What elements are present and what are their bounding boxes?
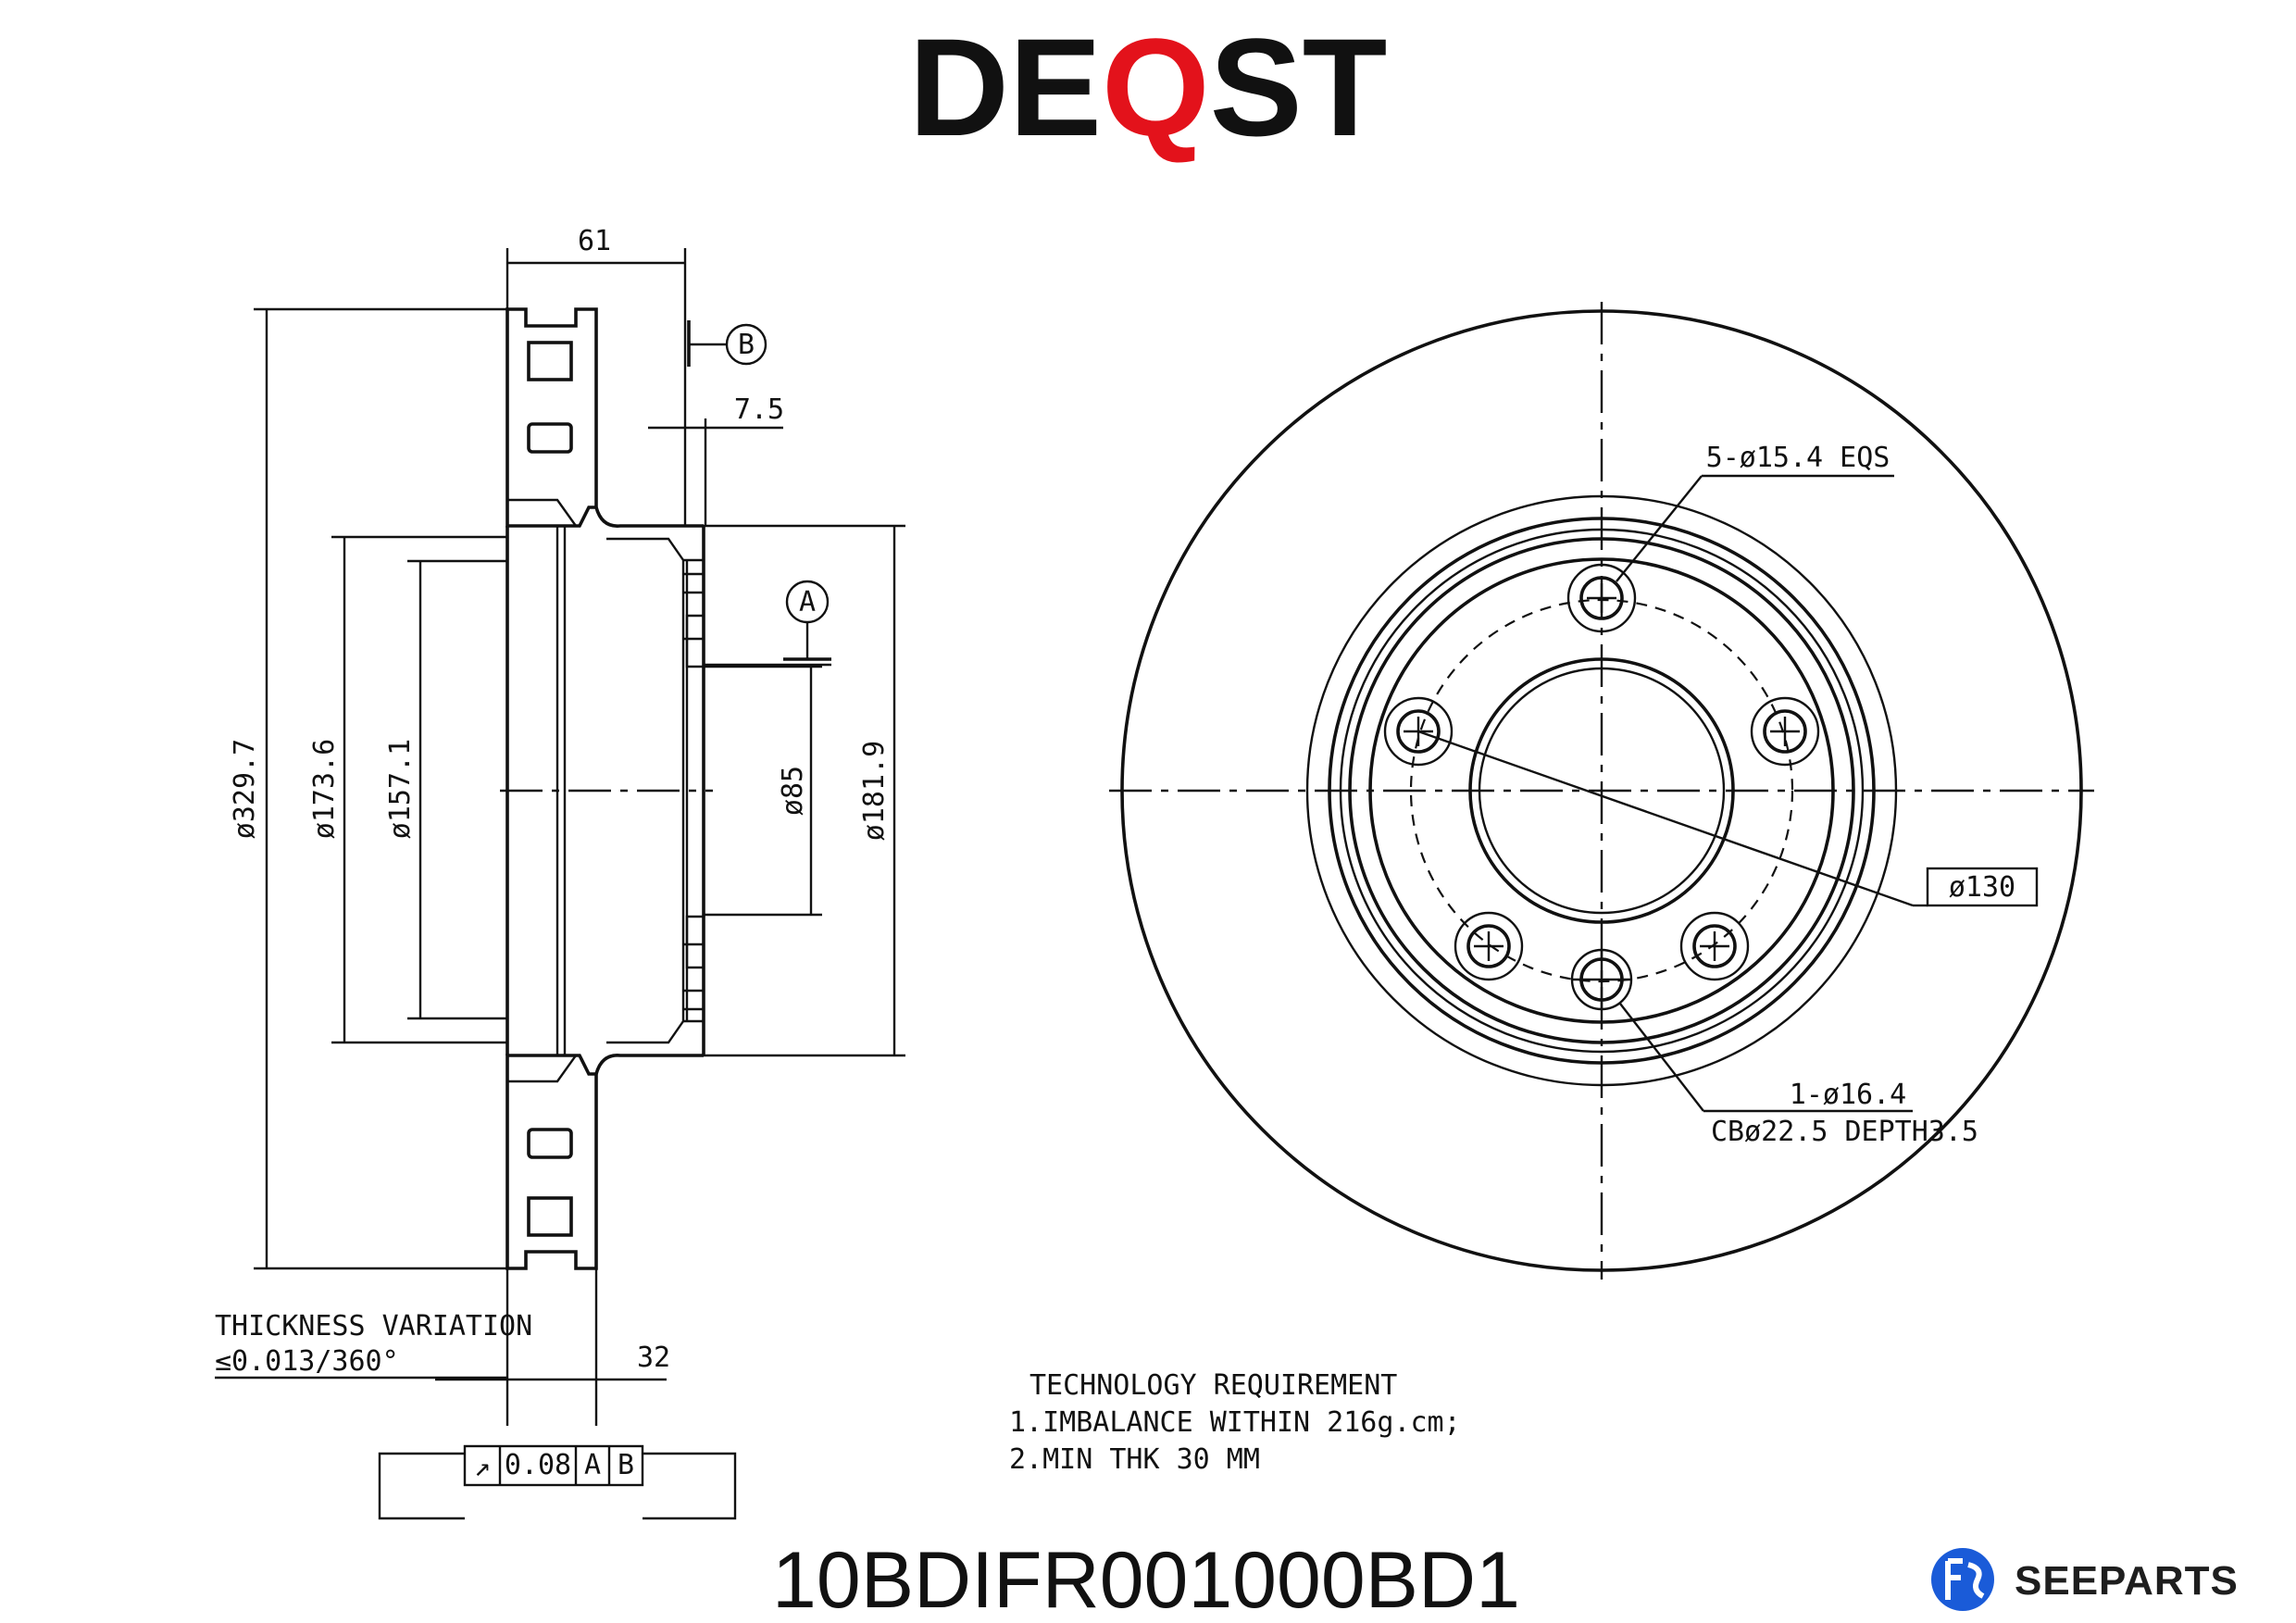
tolerance-datum-b: B: [618, 1449, 634, 1481]
dim-dia-outer: ø329.7: [229, 739, 261, 839]
dim-dia-181: ø181.9: [858, 741, 891, 841]
part-number: 10BDIFR001000BD1: [772, 1536, 1520, 1623]
technology-requirement: TECHNOLOGY REQUIREMENT 1.IMBALANCE WITHI…: [1009, 1369, 1461, 1476]
center-bore: [1468, 657, 1735, 924]
thickness-variation-value: ≤0.013/360°: [215, 1345, 399, 1378]
label-pin-hole-2: CBø22.5 DEPTH3.5: [1711, 1116, 1978, 1148]
requirement-title: TECHNOLOGY REQUIREMENT: [1029, 1369, 1397, 1402]
seeparts-icon: [1931, 1548, 1994, 1611]
datum-a-label: A: [799, 586, 816, 618]
outer-rim: [1120, 309, 2083, 1272]
dim-dia-157: ø157.1: [384, 739, 417, 839]
section-view: 61 B 7.5 A ø329.7 ø173.6 ø157.1: [215, 225, 905, 1520]
requirement-line-1: 1.IMBALANCE WITHIN 216g.cm;: [1009, 1406, 1461, 1439]
bolt-holes: [1383, 563, 1820, 981]
seeparts-name: SEEPARTS: [2015, 1558, 2239, 1604]
dim-thickness: 32: [637, 1342, 670, 1374]
dim-width-total: 61: [578, 225, 611, 257]
tolerance-value: 0.08: [505, 1449, 571, 1481]
datum-b-label: B: [738, 329, 755, 361]
label-bolt-holes: 5-ø15.4 EQS: [1706, 442, 1890, 474]
requirement-line-2: 2.MIN THK 30 MM: [1009, 1443, 1260, 1476]
tolerance-datum-a: A: [584, 1449, 601, 1481]
thickness-variation-title: THICKNESS VARIATION: [215, 1310, 532, 1342]
dim-dia-173: ø173.6: [308, 739, 341, 839]
dim-dia-85: ø85: [777, 766, 809, 816]
tolerance-frame: ↗ 0.08 A B: [463, 1444, 644, 1487]
runout-symbol-icon: ↗: [474, 1451, 491, 1483]
dim-offset: 7.5: [734, 393, 784, 426]
front-view: 5-ø15.4 EQS ø130 1-ø16.4 CBø22.5 DEPTH3.…: [1109, 302, 2094, 1280]
seeparts-logo: SEEPARTS: [1931, 1548, 2239, 1611]
label-pcd: ø130: [1949, 871, 2015, 904]
brand-logo: DEQST: [909, 9, 1388, 165]
label-pin-hole-1: 1-ø16.4: [1790, 1079, 1906, 1111]
hatched-ring-top: [505, 307, 598, 528]
